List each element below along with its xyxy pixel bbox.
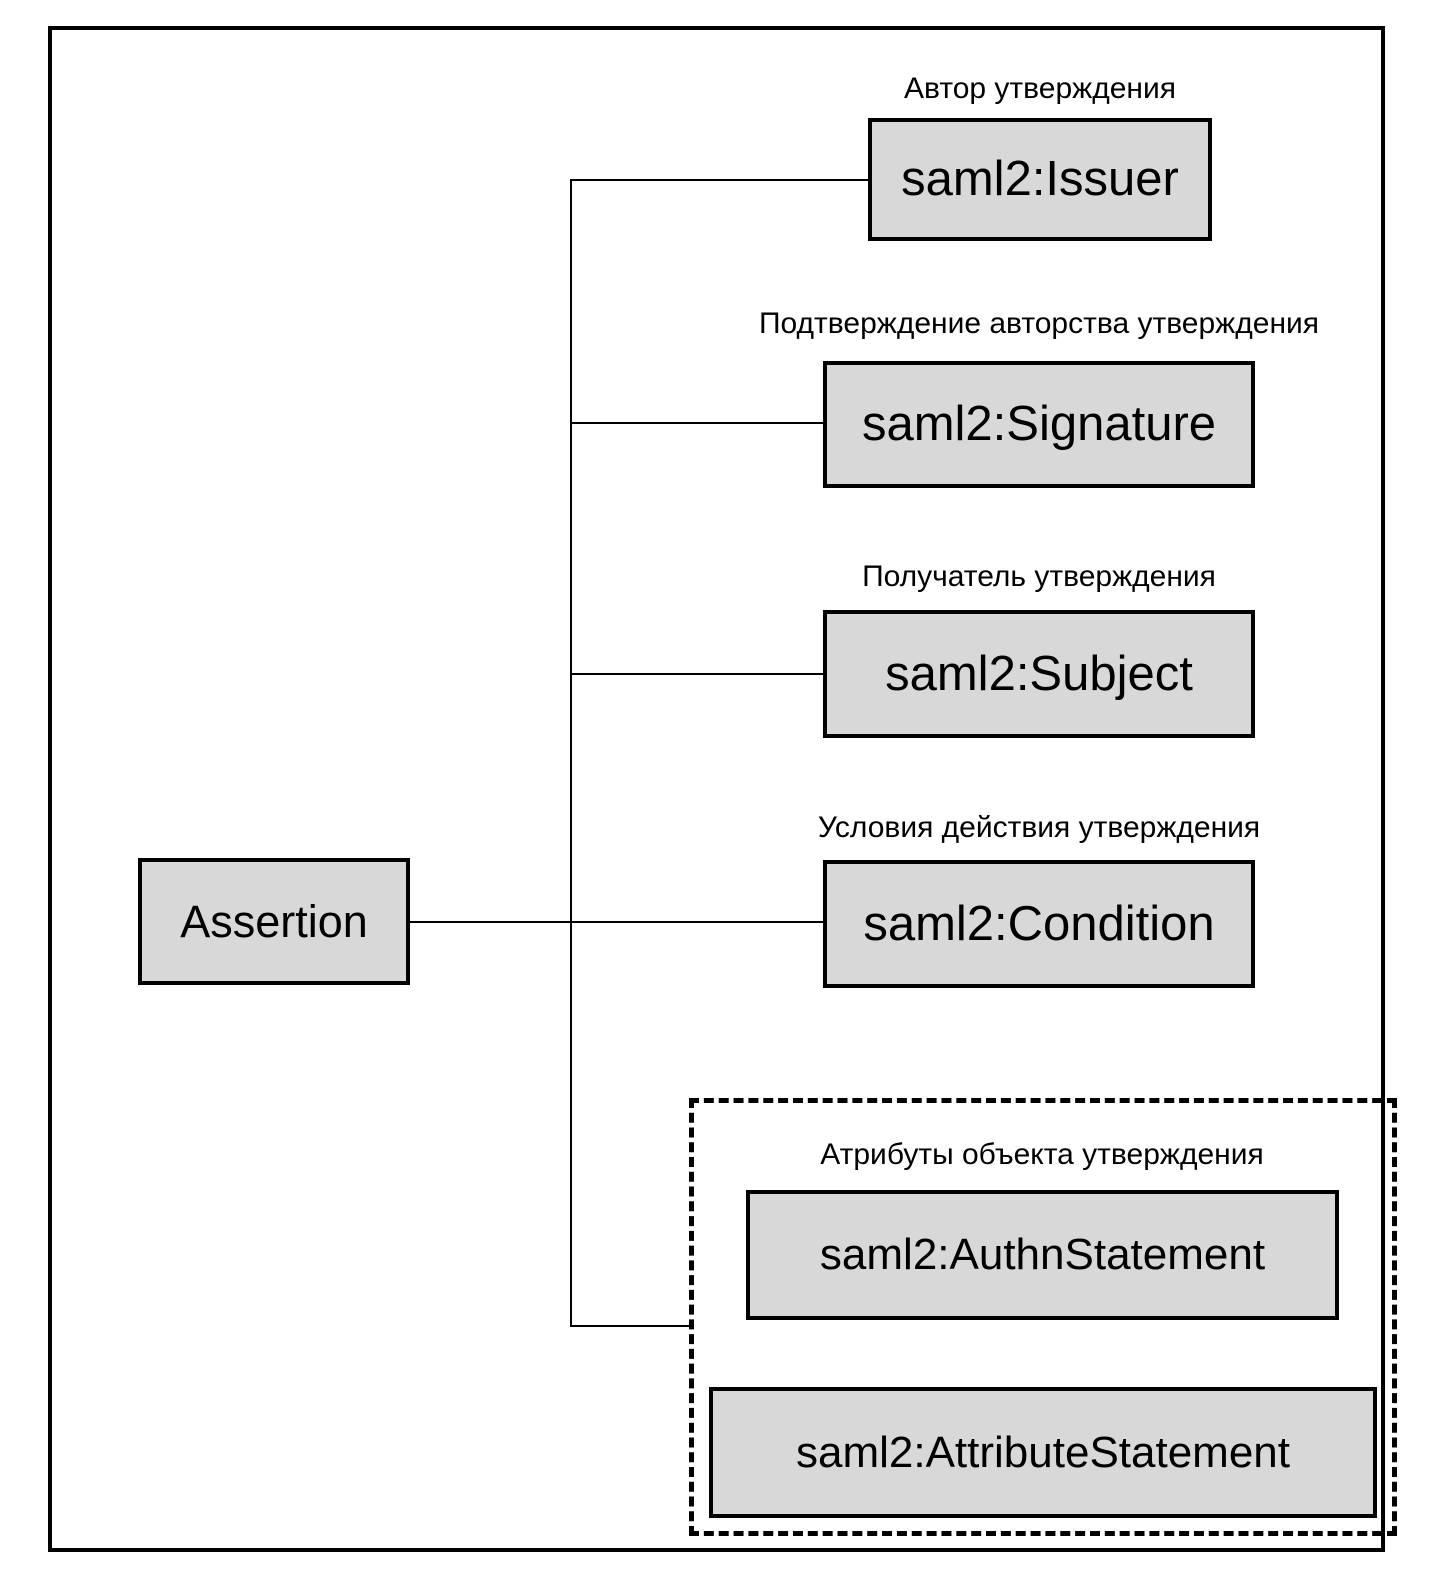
diagram-outer-frame: Assertion Автор утверждения saml2:Issuer…	[48, 26, 1397, 1552]
connector-trunk-vertical	[570, 179, 572, 1327]
connector-branch-issuer	[570, 179, 870, 181]
connector-branch-subject	[570, 673, 825, 675]
node-saml2-issuer[interactable]: saml2:Issuer	[868, 118, 1212, 241]
caption-subject: Получатель утверждения	[862, 560, 1216, 593]
connector-branch-signature	[570, 422, 825, 424]
node-saml2-signature[interactable]: saml2:Signature	[823, 361, 1255, 488]
node-saml2-attributestatement[interactable]: saml2:AttributeStatement	[709, 1387, 1377, 1518]
caption-statements-group: Атрибуты объекта утверждения	[820, 1138, 1264, 1171]
group-statements-dashed-border	[689, 1098, 1397, 1536]
node-saml2-condition[interactable]: saml2:Condition	[823, 860, 1255, 988]
connector-branch-statements-group	[570, 1325, 691, 1327]
caption-issuer: Автор утверждения	[904, 72, 1176, 105]
caption-signature: Подтверждение авторства утверждения	[758, 307, 1320, 340]
connector-branch-condition	[408, 921, 825, 923]
node-saml2-subject[interactable]: saml2:Subject	[823, 610, 1255, 738]
node-assertion[interactable]: Assertion	[138, 858, 410, 985]
node-saml2-authnstatement[interactable]: saml2:AuthnStatement	[746, 1190, 1339, 1320]
caption-condition: Условия действия утверждения	[817, 811, 1261, 844]
